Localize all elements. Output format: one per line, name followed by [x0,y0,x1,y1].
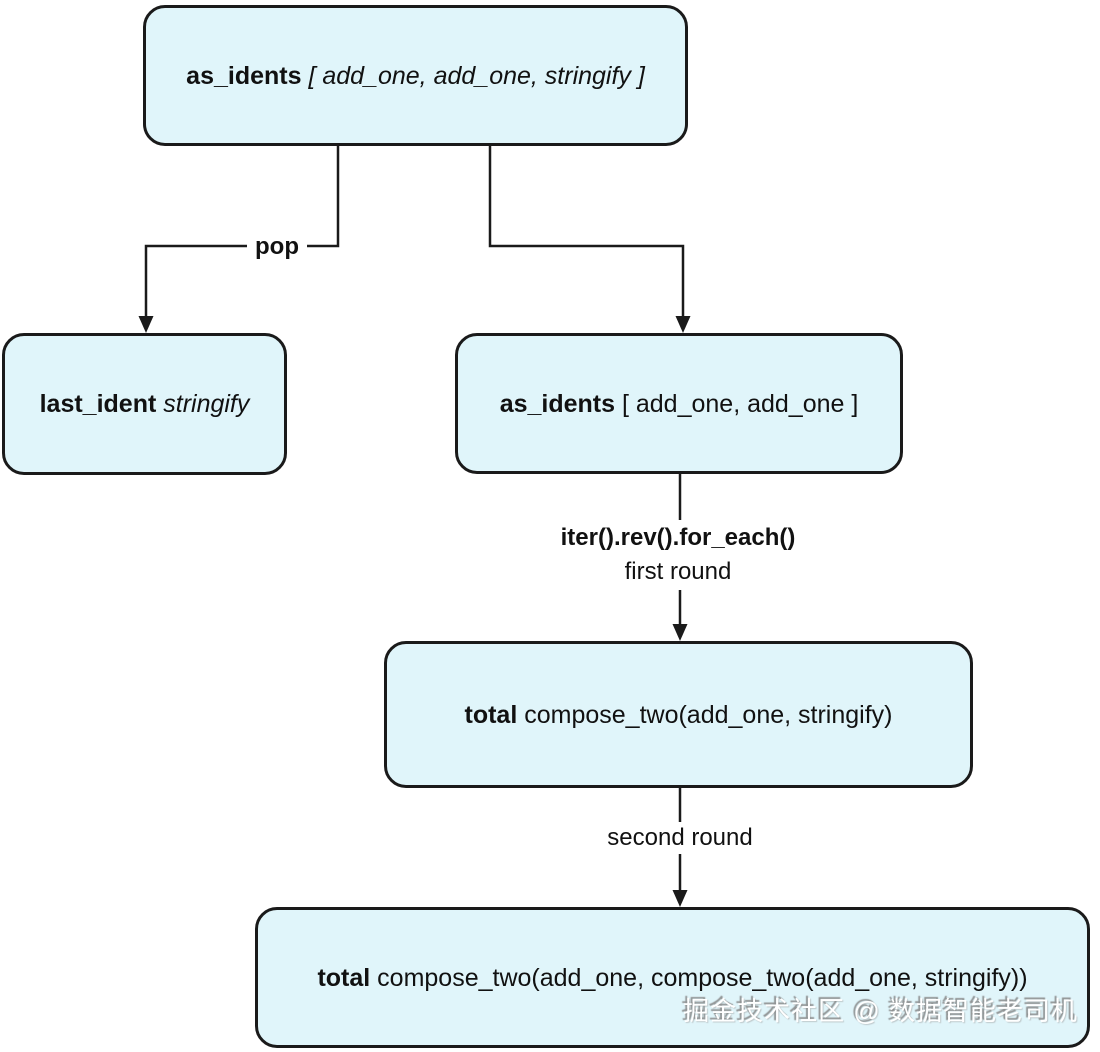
edge-label-iter: iter().rev().for_each() [560,524,796,551]
node-keyword: as_idents [499,389,616,418]
node-args: stringify [163,390,250,418]
edge-root-to-as-idents2 [488,146,685,320]
node-args: compose_two(add_one, stringify) [524,700,893,729]
node-total-first-round: total compose_two(add_one, stringify) [384,641,973,788]
arrowhead-total1 [672,624,688,641]
edge-label-pop: pop [247,231,307,263]
node-args: [ add_one, add_one ] [621,389,859,418]
node-args: compose_two(add_one, compose_two(add_one… [377,963,1028,992]
arrowhead-total2 [672,890,688,907]
node-keyword: total [464,700,518,729]
node-total-second-round: total compose_two(add_one, compose_two(a… [255,907,1090,1048]
node-as-idents-three: as_idents [ add_one, add_one, stringify … [143,5,688,146]
edge-root-to-last-ident [144,146,340,320]
edge-label-iter-first-round: iter().rev().for_each() first round [550,520,806,590]
node-keyword: total [317,963,371,992]
arrowhead-last-ident [138,316,154,333]
node-keyword: last_ident [39,390,157,418]
node-as-idents-two: as_idents [ add_one, add_one ] [455,333,903,474]
edge-label-second-round: second round [599,822,761,854]
edge-label-first-round: first round [624,558,732,585]
arrowhead-as-idents2 [675,316,691,333]
node-args: [ add_one, add_one, stringify ] [308,61,645,90]
node-keyword: as_idents [186,61,302,90]
watermark: 掘金技术社区 @ 数据智能老司机 [683,996,1078,1026]
node-last-ident: last_ident stringify [2,333,287,475]
